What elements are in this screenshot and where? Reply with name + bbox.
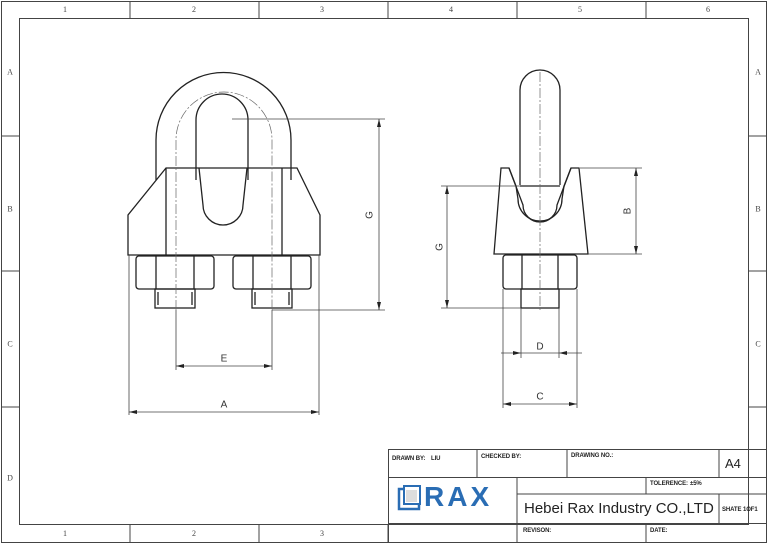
dim-label-g-side: G [434,243,446,251]
checked-by-label: CHECKED BY: [481,454,522,460]
zone-col-5: 5 [578,5,582,14]
zone-row-b: B [7,204,13,214]
zone-row-d: D [7,473,13,483]
sheet-size: A4 [725,456,741,471]
dim-label-d: D [536,341,544,353]
zone-col-1: 1 [63,5,67,14]
zone-row-a-right: A [755,67,761,77]
drawn-by-value: LIU [431,456,441,462]
dim-label-b: B [622,207,634,215]
dim-label-g-front: G [364,211,376,219]
tolerance-value: ±5% [690,481,702,487]
revision-label: REVISON: [523,528,552,534]
zone-row-c-right: C [755,339,761,349]
zone-row-b-right: B [755,204,761,214]
side-view [493,69,589,309]
zone-col-2: 2 [192,5,196,14]
sheet-number: SHATE 1OF1 [722,507,758,513]
zone-col-6: 6 [706,5,710,14]
zone-col-3: 3 [320,5,324,14]
drawn-by-label: DRAWN BY: [392,456,426,462]
dim-label-a: A [220,399,228,411]
rax-logo-icon [397,485,421,511]
drawing-no-label: DRAWING NO.: [571,453,614,459]
dim-label-e: E [220,353,228,365]
front-view [127,71,321,309]
zone-col-1-bottom: 1 [63,529,67,538]
zone-row-c: C [7,339,13,349]
date-label: DATE: [650,528,668,534]
title-block-grid [388,449,767,543]
zone-col-4: 4 [449,5,453,14]
dim-label-c: C [536,391,544,403]
zone-col-3-bottom: 3 [320,529,324,538]
zone-col-2-bottom: 2 [192,529,196,538]
zone-row-a: A [7,67,13,77]
company-name: Hebei Rax Industry CO.,LTD [524,500,714,517]
tolerance-label: TOLERENCE: [650,481,688,487]
company-logo-text: RAX [424,481,493,512]
